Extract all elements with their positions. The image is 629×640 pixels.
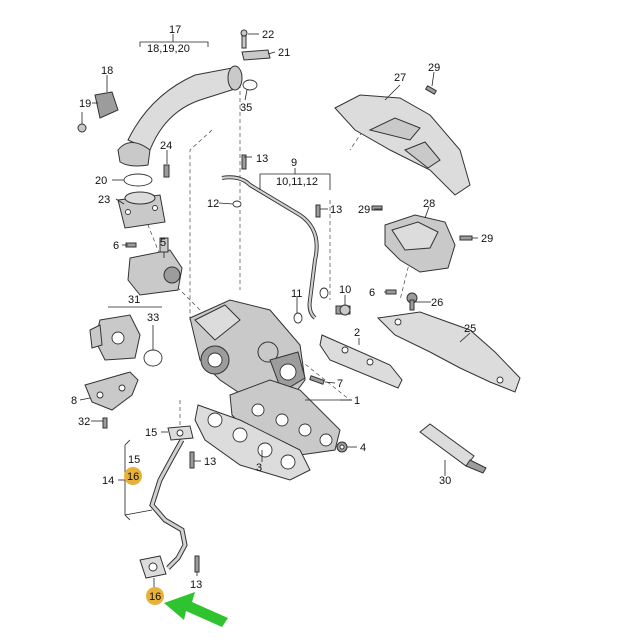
callout-18: 18 xyxy=(101,65,113,77)
bolt-13c xyxy=(189,451,195,469)
callout-29c: 29 xyxy=(481,233,493,245)
callout-27: 27 xyxy=(394,72,406,84)
bolt-29c xyxy=(459,235,473,241)
bolt-13b xyxy=(315,204,321,218)
sealant-tube-30 xyxy=(419,423,487,474)
callout-7: 7 xyxy=(337,378,343,390)
callout-15a: 15 xyxy=(145,427,157,439)
callout-19: 19 xyxy=(79,98,91,110)
callout-9: 9 xyxy=(291,157,297,169)
callout-23: 23 xyxy=(98,194,110,206)
callout-21: 21 xyxy=(278,47,290,59)
callout-15b: 15 xyxy=(128,454,140,466)
bolt-13d xyxy=(194,555,200,573)
callout-31: 31 xyxy=(128,294,140,306)
bolt-29b xyxy=(371,205,383,211)
callout-22: 22 xyxy=(262,29,274,41)
callout-14: 14 xyxy=(102,475,114,487)
callout-17-sub: 18,19,20 xyxy=(147,43,190,55)
callout-16a: 16 xyxy=(127,471,139,483)
callout-8: 8 xyxy=(71,395,77,407)
gasket-2 xyxy=(319,334,403,389)
oil-return-pipe-14 xyxy=(149,438,188,570)
seal-11 xyxy=(293,312,303,324)
heat-shield-27 xyxy=(334,94,471,196)
valve-5 xyxy=(127,237,183,296)
callout-29b: 29 xyxy=(358,204,370,216)
gasket-16b xyxy=(139,555,167,579)
callout-30: 30 xyxy=(439,475,451,487)
bolt-26 xyxy=(406,292,418,311)
bracket-21 xyxy=(240,29,271,61)
callout-33: 33 xyxy=(147,312,159,324)
callout-17: 17 xyxy=(169,24,181,36)
o-ring-33 xyxy=(143,349,163,367)
flange-23 xyxy=(117,191,166,229)
valve-31 xyxy=(89,314,141,361)
bolt-6b xyxy=(385,289,397,295)
callout-16b: 16 xyxy=(149,591,161,603)
callout-9-sub: 10,11,12 xyxy=(276,176,318,188)
callout-4: 4 xyxy=(360,442,366,454)
gasket-15a xyxy=(167,425,194,441)
oil-line-9 xyxy=(221,175,319,320)
sensor-18 xyxy=(77,91,119,133)
callout-13a: 13 xyxy=(256,153,268,165)
intake-pipe-17 xyxy=(117,65,243,167)
seal-12 xyxy=(232,200,242,208)
hose-8 xyxy=(84,371,139,411)
callout-13c: 13 xyxy=(204,456,216,468)
callout-25: 25 xyxy=(464,323,476,335)
o-ring-35 xyxy=(242,79,258,91)
callout-13d: 13 xyxy=(190,579,202,591)
highlight-16-upper xyxy=(124,467,142,485)
bolt-32 xyxy=(102,417,108,429)
callout-2: 2 xyxy=(354,327,360,339)
callout-5: 5 xyxy=(160,237,166,249)
gasket-3 xyxy=(194,404,311,481)
callout-13b: 13 xyxy=(330,204,342,216)
stud-7 xyxy=(309,375,325,385)
heat-shield-28 xyxy=(384,214,456,273)
highlight-16-lower xyxy=(146,587,164,605)
bolt-13a xyxy=(241,154,247,170)
seal-ring-20 xyxy=(123,173,153,187)
seal-11b xyxy=(319,287,329,299)
green-arrow-icon xyxy=(164,592,228,627)
callout-labels: 17 18,19,20 18 19 22 21 35 20 23 24 6 5 … xyxy=(71,24,493,603)
callout-28: 28 xyxy=(423,198,435,210)
callout-20: 20 xyxy=(95,175,107,187)
banjo-bolt-10 xyxy=(335,304,351,316)
bolt-24 xyxy=(163,164,170,178)
callout-6b: 6 xyxy=(369,287,375,299)
callout-29a: 29 xyxy=(428,62,440,74)
callout-1: 1 xyxy=(354,395,360,407)
heat-shield-25 xyxy=(376,311,521,393)
callout-24: 24 xyxy=(160,140,172,152)
callout-32: 32 xyxy=(78,416,90,428)
turbocharger xyxy=(189,299,306,401)
callout-10: 10 xyxy=(339,284,351,296)
nut-4 xyxy=(336,441,348,453)
callout-35: 35 xyxy=(240,102,252,114)
callout-6a: 6 xyxy=(113,240,119,252)
callout-12: 12 xyxy=(207,198,219,210)
bolt-29a xyxy=(424,85,438,95)
callout-26: 26 xyxy=(431,297,443,309)
callout-3: 3 xyxy=(256,462,262,474)
callout-11: 11 xyxy=(291,288,302,300)
